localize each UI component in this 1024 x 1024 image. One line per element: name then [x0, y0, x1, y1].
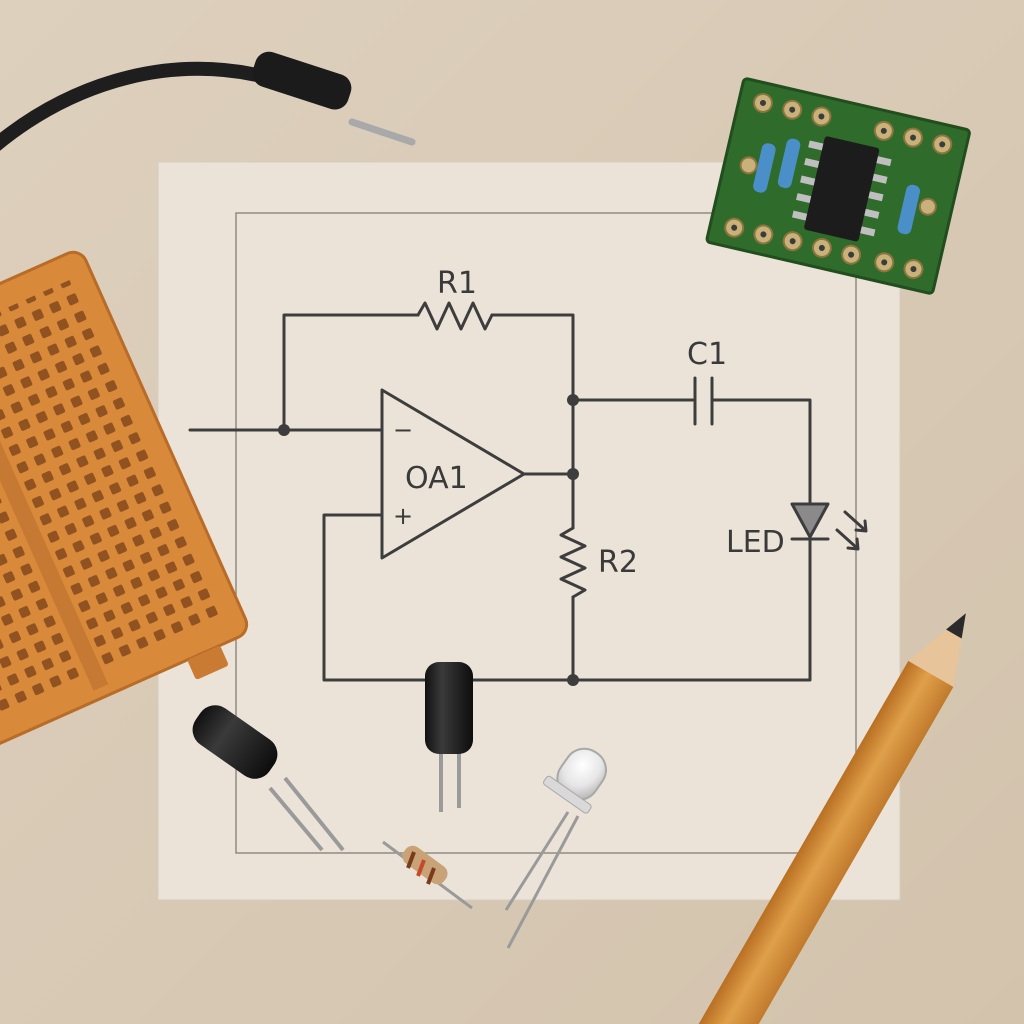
electrolytic-capacitor-lying[interactable]: [186, 698, 345, 852]
wire-r2-bottom: [322, 513, 575, 682]
circuit-schematic: [188, 301, 868, 682]
axial-resistor[interactable]: [382, 840, 473, 910]
junction-dots: [278, 394, 579, 686]
label-r1: R1: [437, 266, 477, 301]
pcb-resistors: [753, 138, 921, 235]
label-r2: R2: [598, 545, 638, 580]
wire-r1-right: [490, 313, 575, 477]
label-minus: −: [393, 416, 413, 444]
op-amp-oa1: [380, 388, 526, 560]
electrolytic-capacitor-standing[interactable]: [425, 662, 473, 812]
label-plus: +: [393, 502, 413, 530]
wire-c1-led: [710, 398, 812, 506]
label-c1: C1: [687, 337, 727, 372]
schematic-paper: [157, 161, 901, 901]
label-oa1: OA1: [405, 461, 468, 496]
resistor-r2: [559, 526, 587, 599]
wire-r1-feedback: [282, 313, 420, 432]
junction-output: [567, 468, 579, 480]
led-diode-symbol: [790, 502, 830, 539]
resistor-r1: [416, 301, 494, 331]
pcb-ic-chip: [791, 140, 892, 237]
pencil[interactable]: [698, 600, 988, 1024]
wire-led-bottom: [571, 537, 812, 682]
jumper-cable[interactable]: [0, 48, 416, 151]
junction-c1: [567, 394, 579, 406]
junction-input: [278, 424, 290, 436]
breadboard[interactable]: [0, 248, 260, 774]
label-led: LED: [726, 525, 785, 560]
pcb-module[interactable]: [705, 77, 971, 295]
junction-ground: [567, 674, 579, 686]
clear-led-component[interactable]: [504, 737, 619, 949]
